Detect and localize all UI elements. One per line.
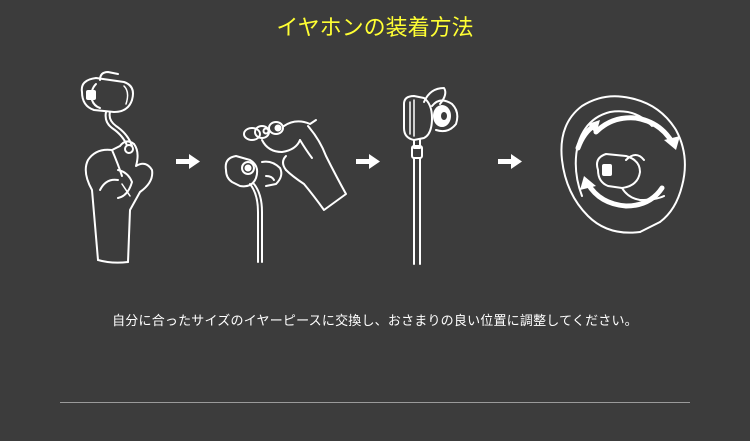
earphone-with-eartip-icon xyxy=(403,87,459,265)
instruction-caption: 自分に合ったサイズのイヤーピースに交換し、おさまりの良い位置に調整してください。 xyxy=(112,314,638,329)
ear-with-earphone-icon xyxy=(560,95,686,234)
installation-steps-diagram xyxy=(80,71,686,265)
page-title: イヤホンの装着方法 xyxy=(276,16,474,41)
hands-changing-eartip-icon xyxy=(224,119,347,263)
arrow-right-icon xyxy=(356,154,380,169)
hand-holding-earphone-icon xyxy=(80,71,154,264)
divider xyxy=(60,402,690,403)
arrow-right-icon xyxy=(498,154,522,169)
arrow-right-icon xyxy=(176,154,200,169)
